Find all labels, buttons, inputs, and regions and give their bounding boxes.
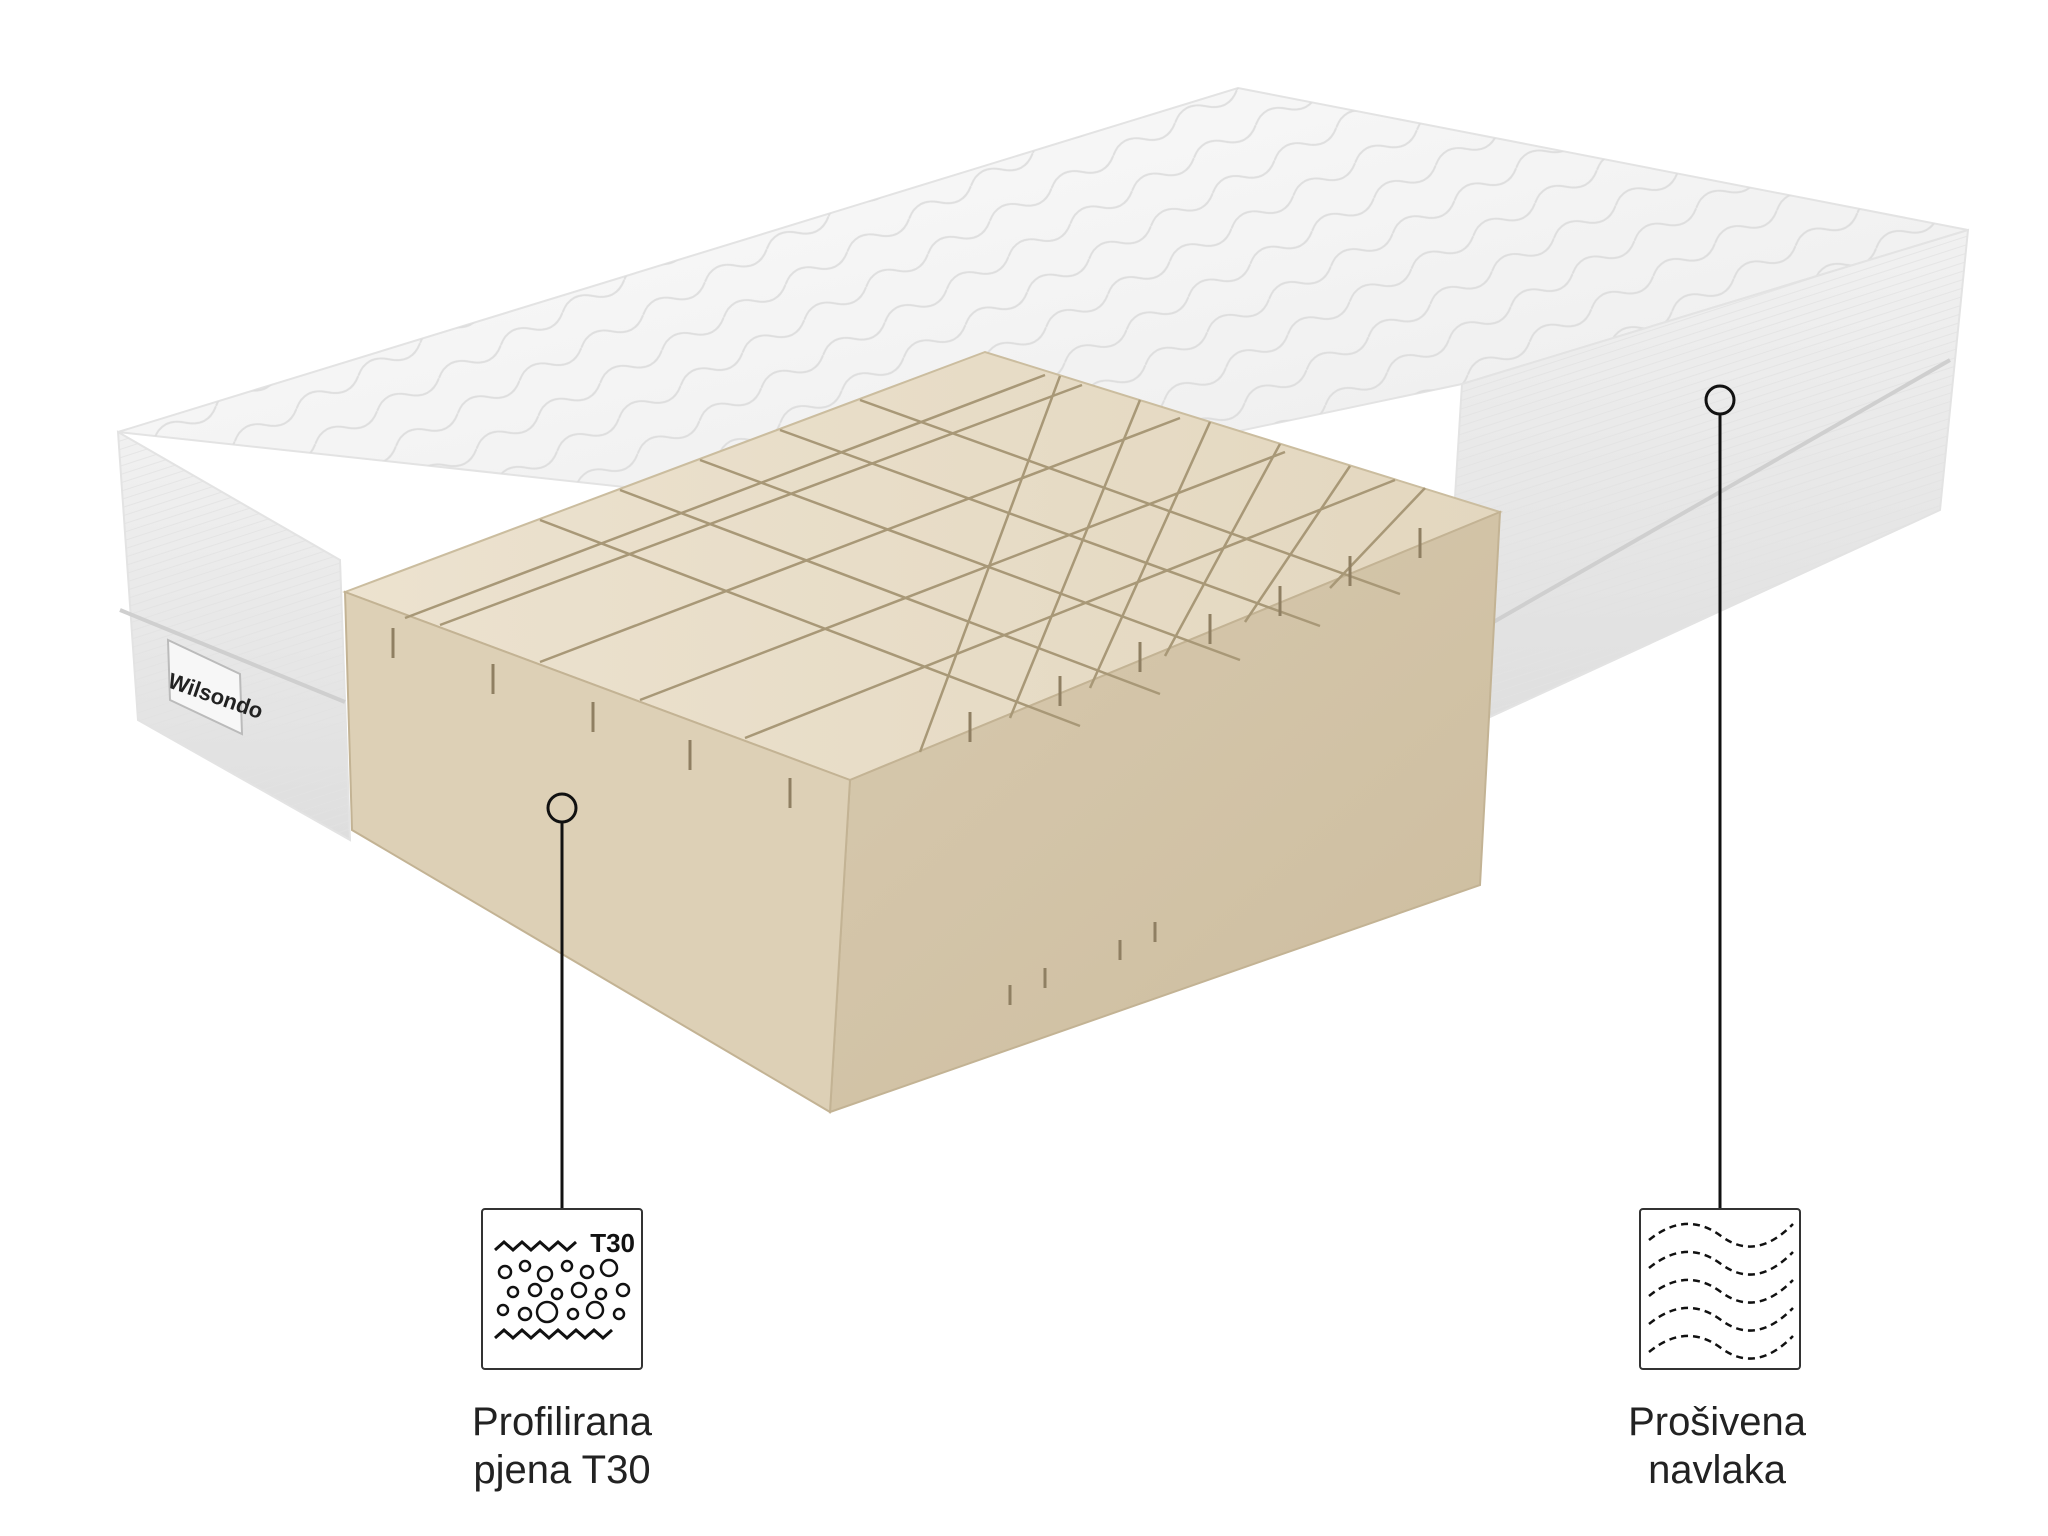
foam-core [342, 350, 1503, 1114]
cover-caption-line2: navlaka [1648, 1448, 1786, 1492]
foam-edge-notches [391, 528, 1422, 1005]
foam-layer-icon: T30 [481, 1208, 643, 1370]
foam-caption: Profilirana pjena T30 [382, 1398, 742, 1494]
foam-density-label: T30 [590, 1228, 635, 1258]
foam-left-face [343, 590, 852, 1114]
cover-top-quilting [118, 88, 1968, 512]
foam-profile-cuts [404, 373, 1426, 753]
callout-foam [546, 792, 578, 1208]
callout-cover [1704, 384, 1736, 1208]
foam-caption-line2: pjena T30 [473, 1448, 651, 1492]
brand-tag [166, 638, 244, 736]
cover-caption: Prošivena navlaka [1537, 1398, 1897, 1494]
mattress-cover [116, 86, 1970, 842]
foam-caption-line1: Profilirana [471, 1400, 653, 1444]
quilted-cover-icon [1639, 1208, 1801, 1370]
cover-caption-line1: Prošivena [1628, 1400, 1806, 1444]
